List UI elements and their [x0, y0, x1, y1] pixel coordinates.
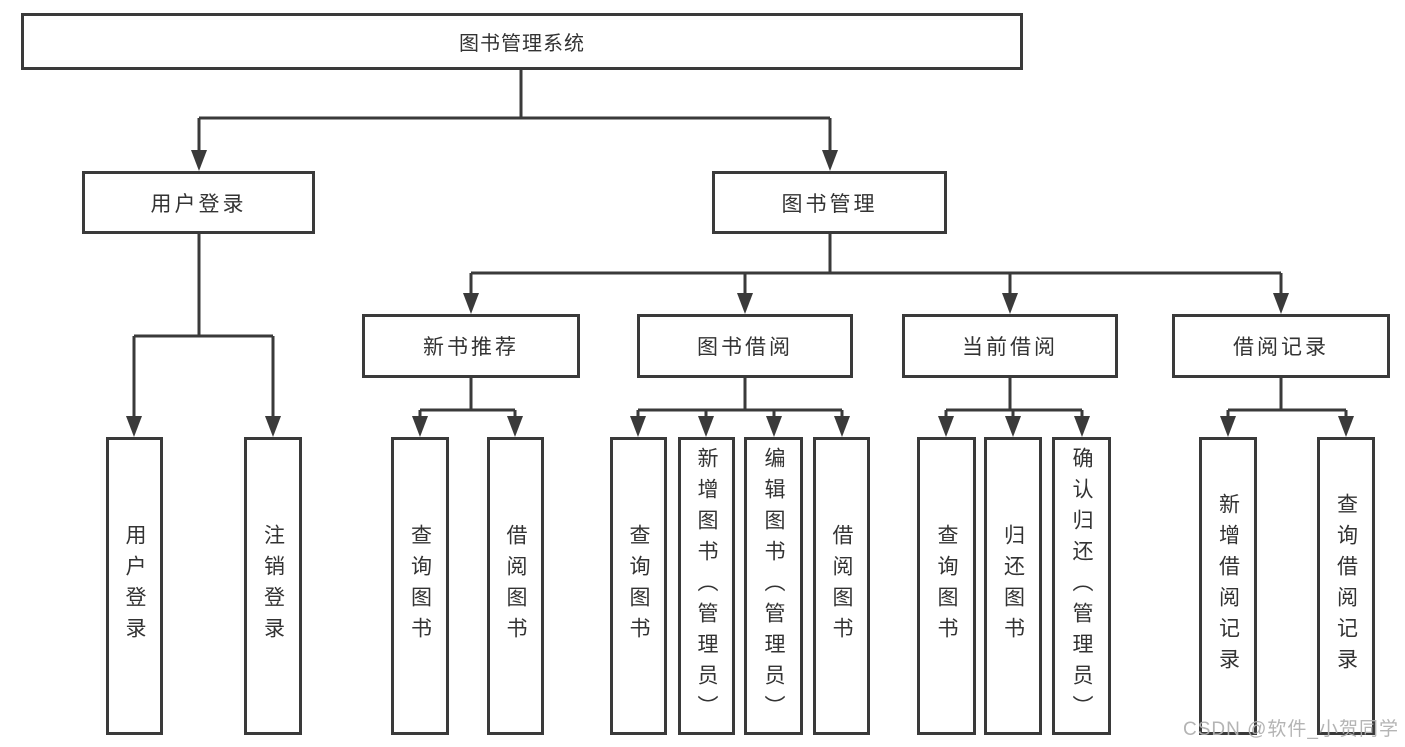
leaf-user-login-label: 用户登录: [123, 524, 146, 648]
leaf-query-books-borrowing-label: 查询图书: [627, 524, 650, 648]
leaf-query-books-recommend: 查询图书: [391, 437, 449, 735]
leaf-borrow-books-recommend-label: 借阅图书: [504, 524, 527, 648]
leaf-return-books: 归还图书: [984, 437, 1042, 735]
node-current-borrowing: 当前借阅: [902, 314, 1118, 378]
leaf-confirm-return-admin: 确认归还（管理员）: [1052, 437, 1111, 735]
leaf-query-books-current: 查询图书: [917, 437, 976, 735]
node-new-book-recommend: 新书推荐: [362, 314, 580, 378]
leaf-confirm-return-admin-label: 确认归还（管理员）: [1070, 446, 1093, 726]
leaf-add-books-admin: 新增图书（管理员）: [678, 437, 735, 735]
node-user-login: 用户登录: [82, 171, 315, 234]
node-new-book-recommend-label: 新书推荐: [423, 336, 519, 359]
leaf-borrow-books-borrowing: 借阅图书: [813, 437, 870, 735]
node-library-system-label: 图书管理系统: [459, 33, 585, 55]
leaf-user-login: 用户登录: [106, 437, 163, 735]
node-book-borrowing: 图书借阅: [637, 314, 853, 378]
node-user-login-label: 用户登录: [150, 192, 247, 216]
node-book-borrowing-label: 图书借阅: [697, 336, 793, 359]
leaf-query-books-borrowing: 查询图书: [610, 437, 667, 735]
leaf-query-books-recommend-label: 查询图书: [408, 524, 432, 648]
leaf-query-books-current-label: 查询图书: [935, 524, 958, 648]
leaf-edit-books-admin-label: 编辑图书（管理员）: [762, 446, 785, 726]
leaf-edit-books-admin: 编辑图书（管理员）: [744, 437, 803, 735]
leaf-add-borrow-record: 新增借阅记录: [1199, 437, 1257, 735]
node-current-borrowing-label: 当前借阅: [962, 336, 1058, 359]
node-library-system: 图书管理系统: [21, 13, 1023, 70]
node-borrow-records-label: 借阅记录: [1233, 336, 1329, 359]
leaf-return-books-label: 归还图书: [1001, 524, 1025, 648]
arrowheads: [126, 150, 1354, 437]
leaf-query-borrow-record-label: 查询借阅记录: [1334, 493, 1358, 679]
csdn-watermark: CSDN @软件_小贺同学: [1183, 719, 1399, 740]
node-borrow-records: 借阅记录: [1172, 314, 1390, 378]
leaf-borrow-books-borrowing-label: 借阅图书: [830, 524, 853, 648]
node-book-management-label: 图书管理: [781, 192, 878, 216]
node-book-management: 图书管理: [712, 171, 947, 234]
leaf-logout: 注销登录: [244, 437, 302, 735]
leaf-query-borrow-record: 查询借阅记录: [1317, 437, 1375, 735]
leaf-logout-label: 注销登录: [261, 524, 285, 648]
leaf-add-borrow-record-label: 新增借阅记录: [1216, 493, 1240, 679]
leaf-borrow-books-recommend: 借阅图书: [487, 437, 544, 735]
leaf-add-books-admin-label: 新增图书（管理员）: [695, 446, 718, 726]
